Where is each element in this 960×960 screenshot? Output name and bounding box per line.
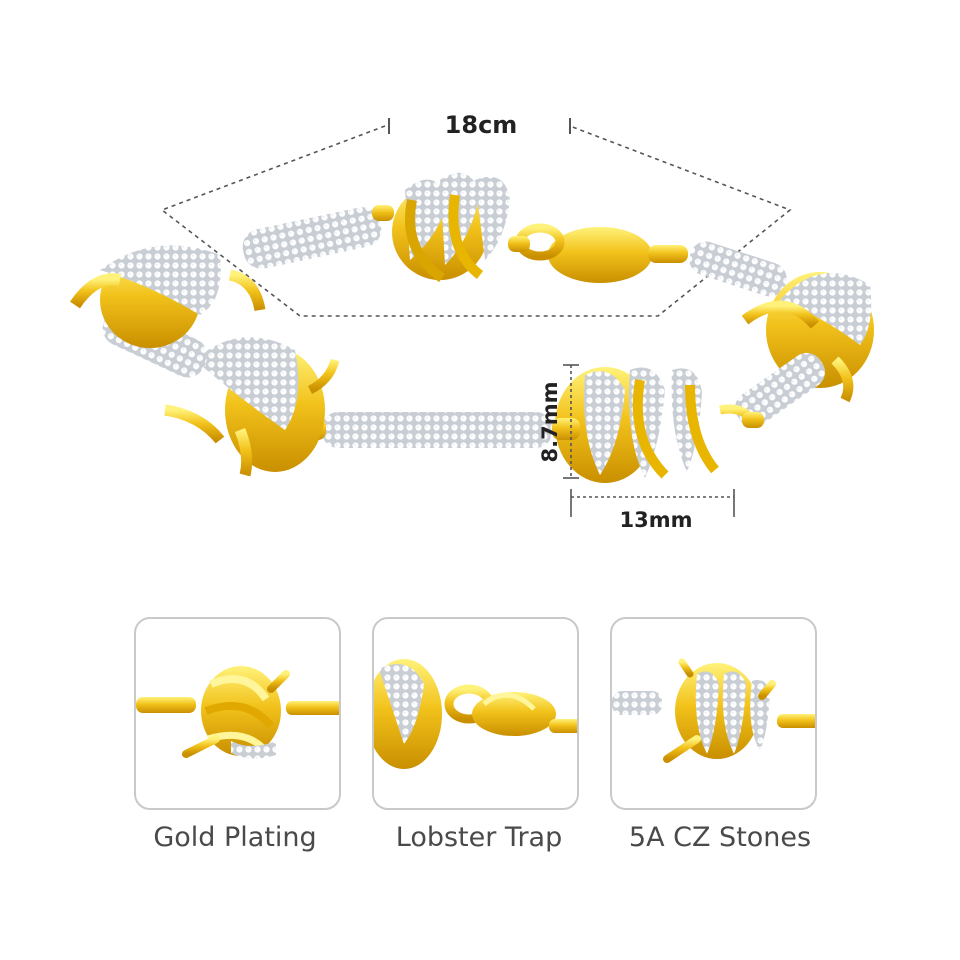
- barbed-knot-bottom-left: [164, 337, 340, 477]
- length-dimension-outline: [160, 125, 792, 317]
- lobster-clasp-closeup: [374, 659, 577, 769]
- feature-card-lobster-trap: [372, 617, 579, 810]
- height-label: 8.7mm: [538, 382, 562, 463]
- height-dimension: [563, 364, 579, 479]
- silver-bar-link: [735, 352, 825, 428]
- chain-connector: [372, 205, 764, 428]
- barbed-knot-bottom-right: [555, 367, 760, 483]
- caption-lobster-trap: Lobster Trap: [395, 822, 563, 853]
- bracelet-photo: 18cm: [70, 111, 874, 532]
- caption-gold-plating: Gold Plating: [153, 822, 317, 853]
- barbed-knot-top: [392, 172, 510, 283]
- feature-card-cz-stones: [610, 617, 817, 810]
- width-label: 13mm: [620, 508, 693, 532]
- silver-bar-link: [689, 241, 787, 297]
- caption-cz-stones: 5A CZ Stones: [628, 822, 812, 853]
- width-dimension: [570, 489, 735, 517]
- length-label: 18cm: [445, 111, 518, 139]
- barbed-knot-left: [70, 245, 266, 348]
- gold-knot-closeup: [136, 666, 339, 759]
- lobster-clasp: [515, 223, 688, 283]
- silver-bar-link: [242, 207, 382, 269]
- feature-card-gold-plating: [134, 617, 341, 810]
- cz-knot-closeup: [612, 658, 815, 763]
